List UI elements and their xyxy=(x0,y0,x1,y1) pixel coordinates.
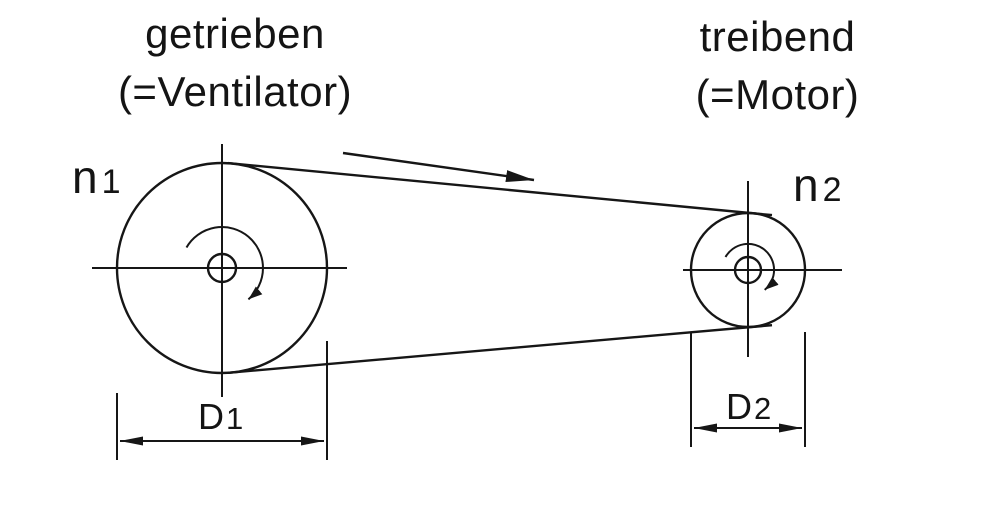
left-pulley-caption: getrieben (=Ventilator) xyxy=(95,5,375,121)
left-pulley-caption-line2: (=Ventilator) xyxy=(117,67,353,115)
left-diameter-label: D 1 xyxy=(198,396,243,438)
right-diameter-index: 2 xyxy=(754,391,772,426)
right-diameter-label: D 2 xyxy=(726,386,771,428)
right-pulley-caption: treibend (=Motor) xyxy=(650,8,905,124)
belt-direction-arrow xyxy=(342,151,535,183)
right-diameter-symbol: D xyxy=(726,386,752,427)
left-diameter-index: 1 xyxy=(226,401,244,436)
right-pulley-hub xyxy=(733,255,763,285)
right-speed-label: n 2 xyxy=(793,158,842,212)
left-speed-label: n 1 xyxy=(72,150,121,204)
right-pulley-caption-line2: (=Motor) xyxy=(695,70,860,118)
right-rotation-arrow xyxy=(724,242,779,291)
belt-bottom-line xyxy=(227,324,773,374)
left-pulley-hub xyxy=(206,252,238,284)
left-speed-symbol: n xyxy=(72,151,98,203)
right-speed-index: 2 xyxy=(822,171,842,209)
left-diameter-symbol: D xyxy=(198,396,224,437)
left-pulley-caption-line1: getrieben xyxy=(145,10,325,57)
right-pulley-caption-line1: treibend xyxy=(699,13,856,60)
right-speed-symbol: n xyxy=(793,159,819,211)
left-pulley-circle xyxy=(115,161,329,375)
left-speed-index: 1 xyxy=(101,163,121,201)
belt-top-line xyxy=(227,161,773,217)
left-rotation-arrow xyxy=(185,226,264,301)
